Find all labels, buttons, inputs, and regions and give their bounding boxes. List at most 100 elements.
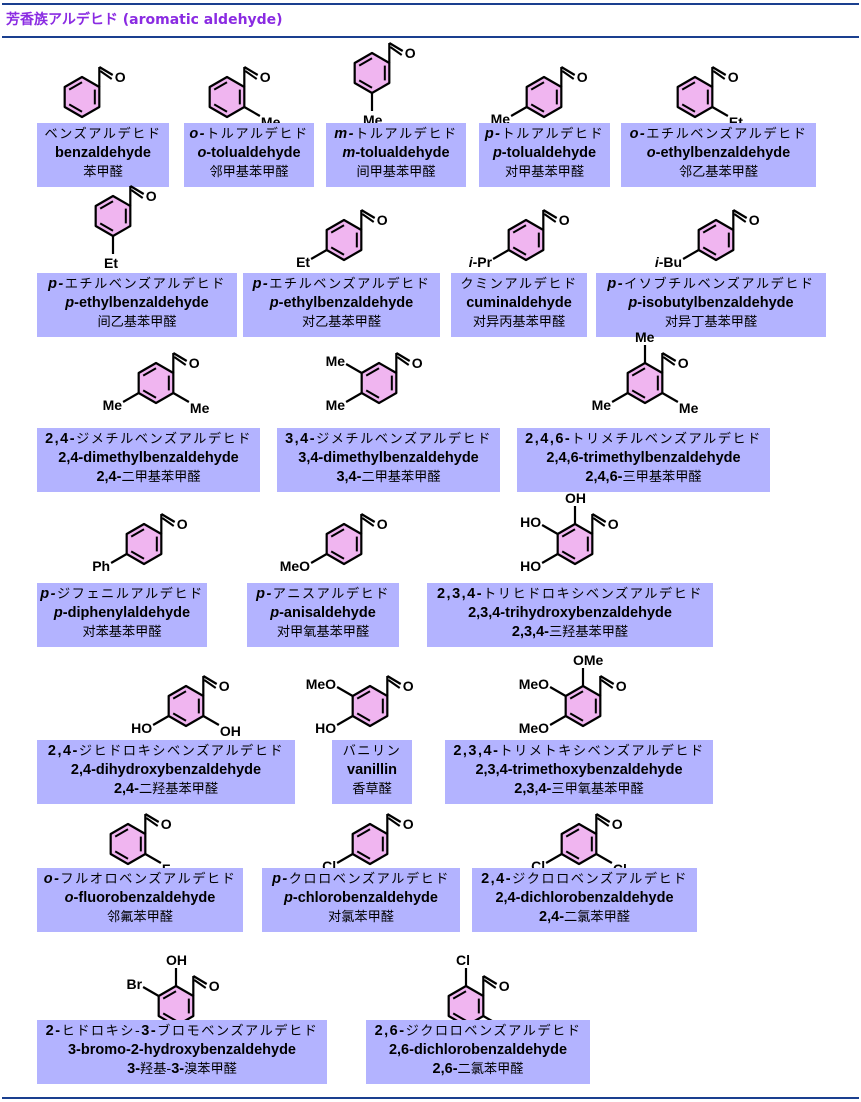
chinese-name: 邻乙基苯甲醛 <box>621 163 816 182</box>
english-name: p-ethylbenzaldehyde <box>243 294 440 313</box>
english-name: p-chlorobenzaldehyde <box>262 889 460 908</box>
double-bond <box>114 828 129 838</box>
chinese-name: 间乙基苯甲醛 <box>37 313 237 332</box>
carbonyl-bond <box>193 979 207 989</box>
substituent-label: HO <box>315 720 336 736</box>
english-name: 2,3,4-trimethoxybenzaldehyde <box>445 761 713 780</box>
japanese-name-part: ブロモベンズアルデヒド <box>157 1024 319 1039</box>
carbonyl-bond <box>129 185 145 195</box>
carbonyl-bond <box>711 66 727 76</box>
japanese-name-part: エチルベンズアルデヒド <box>646 127 808 142</box>
japanese-name-part: 2,4- <box>45 431 77 447</box>
substituent-bond <box>202 715 220 726</box>
double-bond <box>512 224 527 234</box>
english-name-part: 2,4-dihydroxybenzaldehyde <box>70 762 262 778</box>
double-bond <box>130 550 145 560</box>
oxygen-atom: O <box>412 355 423 371</box>
english-name-part: p <box>628 295 638 311</box>
oxygen-atom: O <box>749 212 760 228</box>
japanese-name: p-クロロベンズアルデヒド <box>262 870 460 889</box>
substituent-label: Cl <box>456 952 470 968</box>
oxygen-atom: O <box>115 69 126 85</box>
english-name-part: -isobutylbenzaldehyde <box>637 295 794 311</box>
chinese-name: 2,6-二氯苯甲醛 <box>366 1060 590 1079</box>
carbonyl-bond <box>599 675 615 685</box>
chinese-name-part: 二甲基苯甲醛 <box>121 470 201 485</box>
bottom-rule <box>2 1097 859 1099</box>
carbonyl-bond <box>172 352 188 362</box>
japanese-name-part: トルアルデヒド <box>206 127 309 142</box>
chinese-name-part: 对氯苯甲醛 <box>328 910 394 925</box>
substituent-bond <box>549 686 567 697</box>
chinese-name-part: 2,3,4- <box>511 624 549 640</box>
double-bond <box>99 222 114 232</box>
oxygen-atom: O <box>608 516 619 532</box>
japanese-name-part: トリメチルベンズアルデヒド <box>571 432 762 447</box>
chinese-name-part: 对甲氧基苯甲醛 <box>276 625 370 640</box>
japanese-name: 3,4-ジメチルベンズアルデヒド <box>277 430 500 449</box>
japanese-name-part: 2,4- <box>481 871 513 887</box>
english-name: 2,4-dihydroxybenzaldehyde <box>37 761 295 780</box>
substituent-label: Ph <box>92 558 110 574</box>
double-bond <box>330 246 345 256</box>
substituent-bond <box>510 106 528 117</box>
japanese-name-part: ジメチルベンズアルデヒド <box>76 432 252 447</box>
chinese-name: 苯甲醛 <box>37 163 169 182</box>
carbonyl-bond <box>591 513 607 523</box>
chinese-name-part: 三甲基苯甲醛 <box>622 470 702 485</box>
japanese-name-part: 2,4- <box>47 743 79 759</box>
japanese-name-part: トリメトキシベンズアルデヒド <box>499 744 705 759</box>
japanese-name-part: エチルベンズアルデヒド <box>64 277 226 292</box>
double-bond <box>702 224 717 234</box>
chinese-name-part: 2,4- <box>539 909 565 925</box>
carbonyl-bond <box>387 679 401 689</box>
substituent-bond <box>545 853 563 864</box>
japanese-name-part: トリヒドロキシベンズアルデヒド <box>483 587 703 602</box>
english-name-part: -tolualdehyde <box>355 145 450 161</box>
japanese-name-part: ジフェニルアルデヒド <box>56 587 204 602</box>
japanese-name-part: 2,3,4- <box>453 743 500 759</box>
japanese-name-part: クロロベンズアルデヒド <box>288 872 450 887</box>
oxygen-atom: O <box>678 355 689 371</box>
oxygen-atom: O <box>377 212 388 228</box>
english-name: 2,3,4-trihydroxybenzaldehyde <box>427 604 713 623</box>
chinese-name-part: 2,3,4- <box>514 781 552 797</box>
double-bond <box>162 1012 177 1022</box>
substituent-label: MeO <box>519 676 549 692</box>
carbonyl-bond <box>542 209 558 219</box>
page-title: 芳香族アルデヒド (aromatic aldehyde) <box>6 12 283 28</box>
oxygen-atom: O <box>260 69 271 85</box>
chinese-name-part: 间乙基苯甲醛 <box>97 315 177 330</box>
english-name-part: p <box>270 605 280 621</box>
english-name-part: 3-bromo-2-hydroxybenzaldehyde <box>67 1042 296 1058</box>
english-name-part: p <box>284 890 293 906</box>
carbonyl-bond <box>144 813 160 823</box>
substituent-bond <box>310 249 328 260</box>
japanese-name: o-フルオロベンズアルデヒド <box>37 870 243 889</box>
japanese-name: 2,6-ジクロロベンズアルデヒド <box>366 1022 590 1041</box>
chinese-name-part: 溴苯甲醛 <box>184 1062 237 1077</box>
japanese-name-part: p- <box>484 126 502 142</box>
carbonyl-bond <box>361 213 375 223</box>
japanese-name-part: ジメチルベンズアルデヒド <box>316 432 492 447</box>
substituent-label: Et <box>296 254 310 270</box>
carbonyl-bond <box>388 42 404 52</box>
english-name: 2,4-dichlorobenzaldehyde <box>472 889 697 908</box>
chinese-name: 2,4-二羟基苯甲醛 <box>37 780 295 799</box>
chinese-name: 对甲基苯甲醛 <box>479 163 610 182</box>
english-name-part: p <box>65 295 75 311</box>
japanese-name-part: o- <box>629 126 647 142</box>
double-bond <box>561 550 576 560</box>
double-bond <box>213 81 228 91</box>
